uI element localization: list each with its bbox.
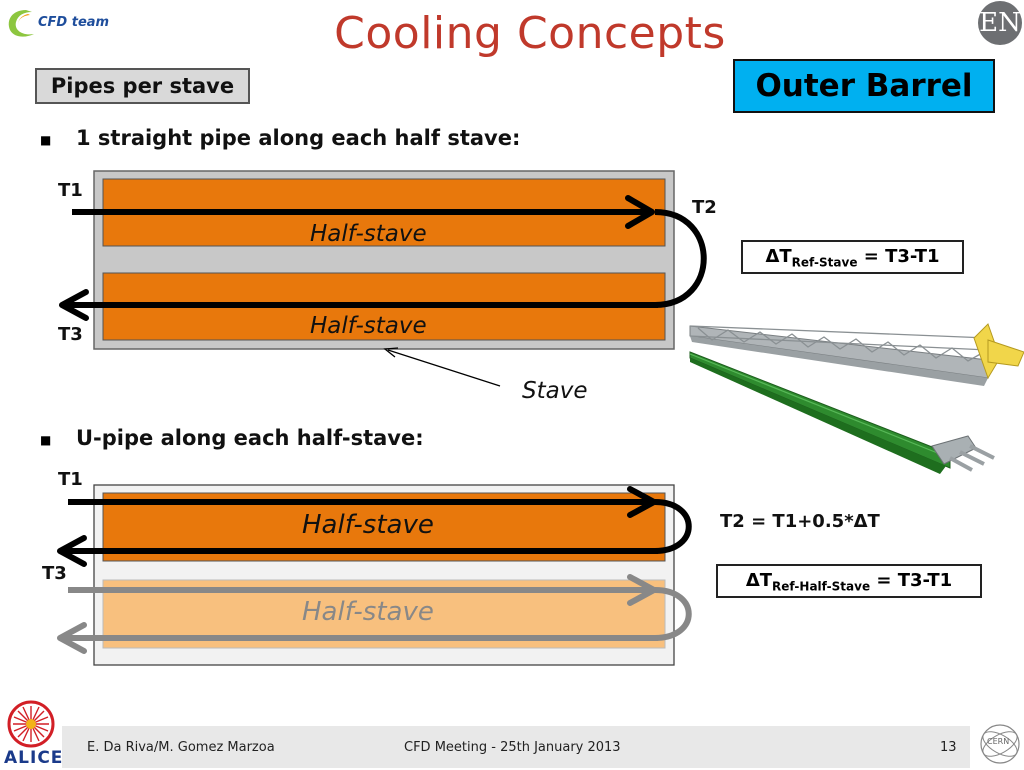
cern-logo: CERN bbox=[978, 722, 1022, 766]
half-stave-bottom-label-2: Half-stave bbox=[302, 597, 434, 627]
cfd-team-logo: CFD team bbox=[4, 6, 114, 40]
straight-pipe-diagram bbox=[59, 170, 707, 387]
t2-label: T2 bbox=[692, 197, 717, 218]
u-pipe-2-top-arrowhead bbox=[627, 574, 657, 606]
bullet-square-icon: ■ bbox=[40, 433, 52, 447]
u-pipe-bottom-arrowhead bbox=[57, 535, 87, 567]
footer-page-number: 13 bbox=[940, 740, 957, 755]
cern-logo-text: CERN bbox=[987, 737, 1010, 746]
footer-meeting: CFD Meeting - 25th January 2013 bbox=[404, 740, 621, 755]
alice-logo-text: ALICE bbox=[4, 748, 64, 768]
pipes-per-stave-label: Pipes per stave bbox=[35, 68, 250, 104]
delta-t-ref-stave-formula: ΔTRef-Stave = T3-T1 bbox=[741, 240, 964, 274]
cfd-team-logo-text: CFD team bbox=[38, 15, 110, 30]
outer-barrel-label: Outer Barrel bbox=[733, 59, 995, 113]
formula-main-2: ΔT bbox=[745, 570, 773, 591]
t2-formula: T2 = T1+0.5*ΔT bbox=[720, 511, 880, 532]
bullet-2-text: U-pipe along each half-stave: bbox=[76, 426, 424, 450]
t3-label: T3 bbox=[58, 324, 83, 345]
delta-t-ref-half-stave-formula: ΔTRef-Half-Stave = T3-T1 bbox=[716, 564, 982, 598]
formula-sub-2: Ref-Half-Stave bbox=[772, 579, 871, 594]
bullet-1-text: 1 straight pipe along each half stave: bbox=[76, 126, 521, 150]
formula-sub: Ref-Stave bbox=[791, 255, 858, 270]
t1-label: T1 bbox=[58, 180, 83, 201]
formula-rhs: = T3-T1 bbox=[857, 246, 940, 267]
stave-3d-render bbox=[689, 323, 1024, 474]
footer-authors: E. Da Riva/M. Gomez Marzoa bbox=[87, 740, 275, 755]
u-pipe-bend bbox=[654, 499, 692, 554]
half-stave-top-label: Half-stave bbox=[310, 221, 427, 247]
formula-main: ΔT bbox=[765, 246, 792, 267]
cfd-swoosh-icon bbox=[8, 10, 34, 37]
stave-pointer-arrowhead bbox=[383, 347, 399, 358]
half-stave-bottom-label: Half-stave bbox=[310, 313, 427, 339]
bullet-1: ■ 1 straight pipe along each half stave: bbox=[0, 126, 700, 152]
slide-title: Cooling Concepts bbox=[334, 8, 726, 59]
u-pipe-top-arrowhead bbox=[627, 486, 657, 518]
en-badge-icon: EN bbox=[978, 1, 1022, 45]
u-pipe-diagram bbox=[57, 484, 692, 666]
formula-rhs-2: = T3-T1 bbox=[870, 570, 953, 591]
t1-label-2: T1 bbox=[58, 469, 83, 490]
t3-label-2: T3 bbox=[42, 563, 67, 584]
bullet-square-icon: ■ bbox=[40, 133, 52, 147]
alice-logo: ALICE bbox=[2, 698, 64, 768]
top-pipe-arrowhead bbox=[625, 195, 655, 229]
bottom-pipe-arrowhead bbox=[59, 289, 89, 321]
return-bend bbox=[654, 209, 707, 308]
alice-starburst-icon bbox=[7, 700, 55, 748]
bullet-2: ■ U-pipe along each half-stave: bbox=[0, 426, 700, 452]
stave-label: Stave bbox=[522, 378, 588, 404]
stave-pointer-line bbox=[387, 349, 501, 387]
u-pipe-2-bottom-arrowhead bbox=[57, 622, 87, 654]
half-stave-top-label-2: Half-stave bbox=[302, 510, 434, 540]
footer-bar bbox=[62, 726, 970, 768]
cern-logo-icon bbox=[980, 724, 1020, 764]
u-pipe-2-bend bbox=[654, 587, 692, 641]
